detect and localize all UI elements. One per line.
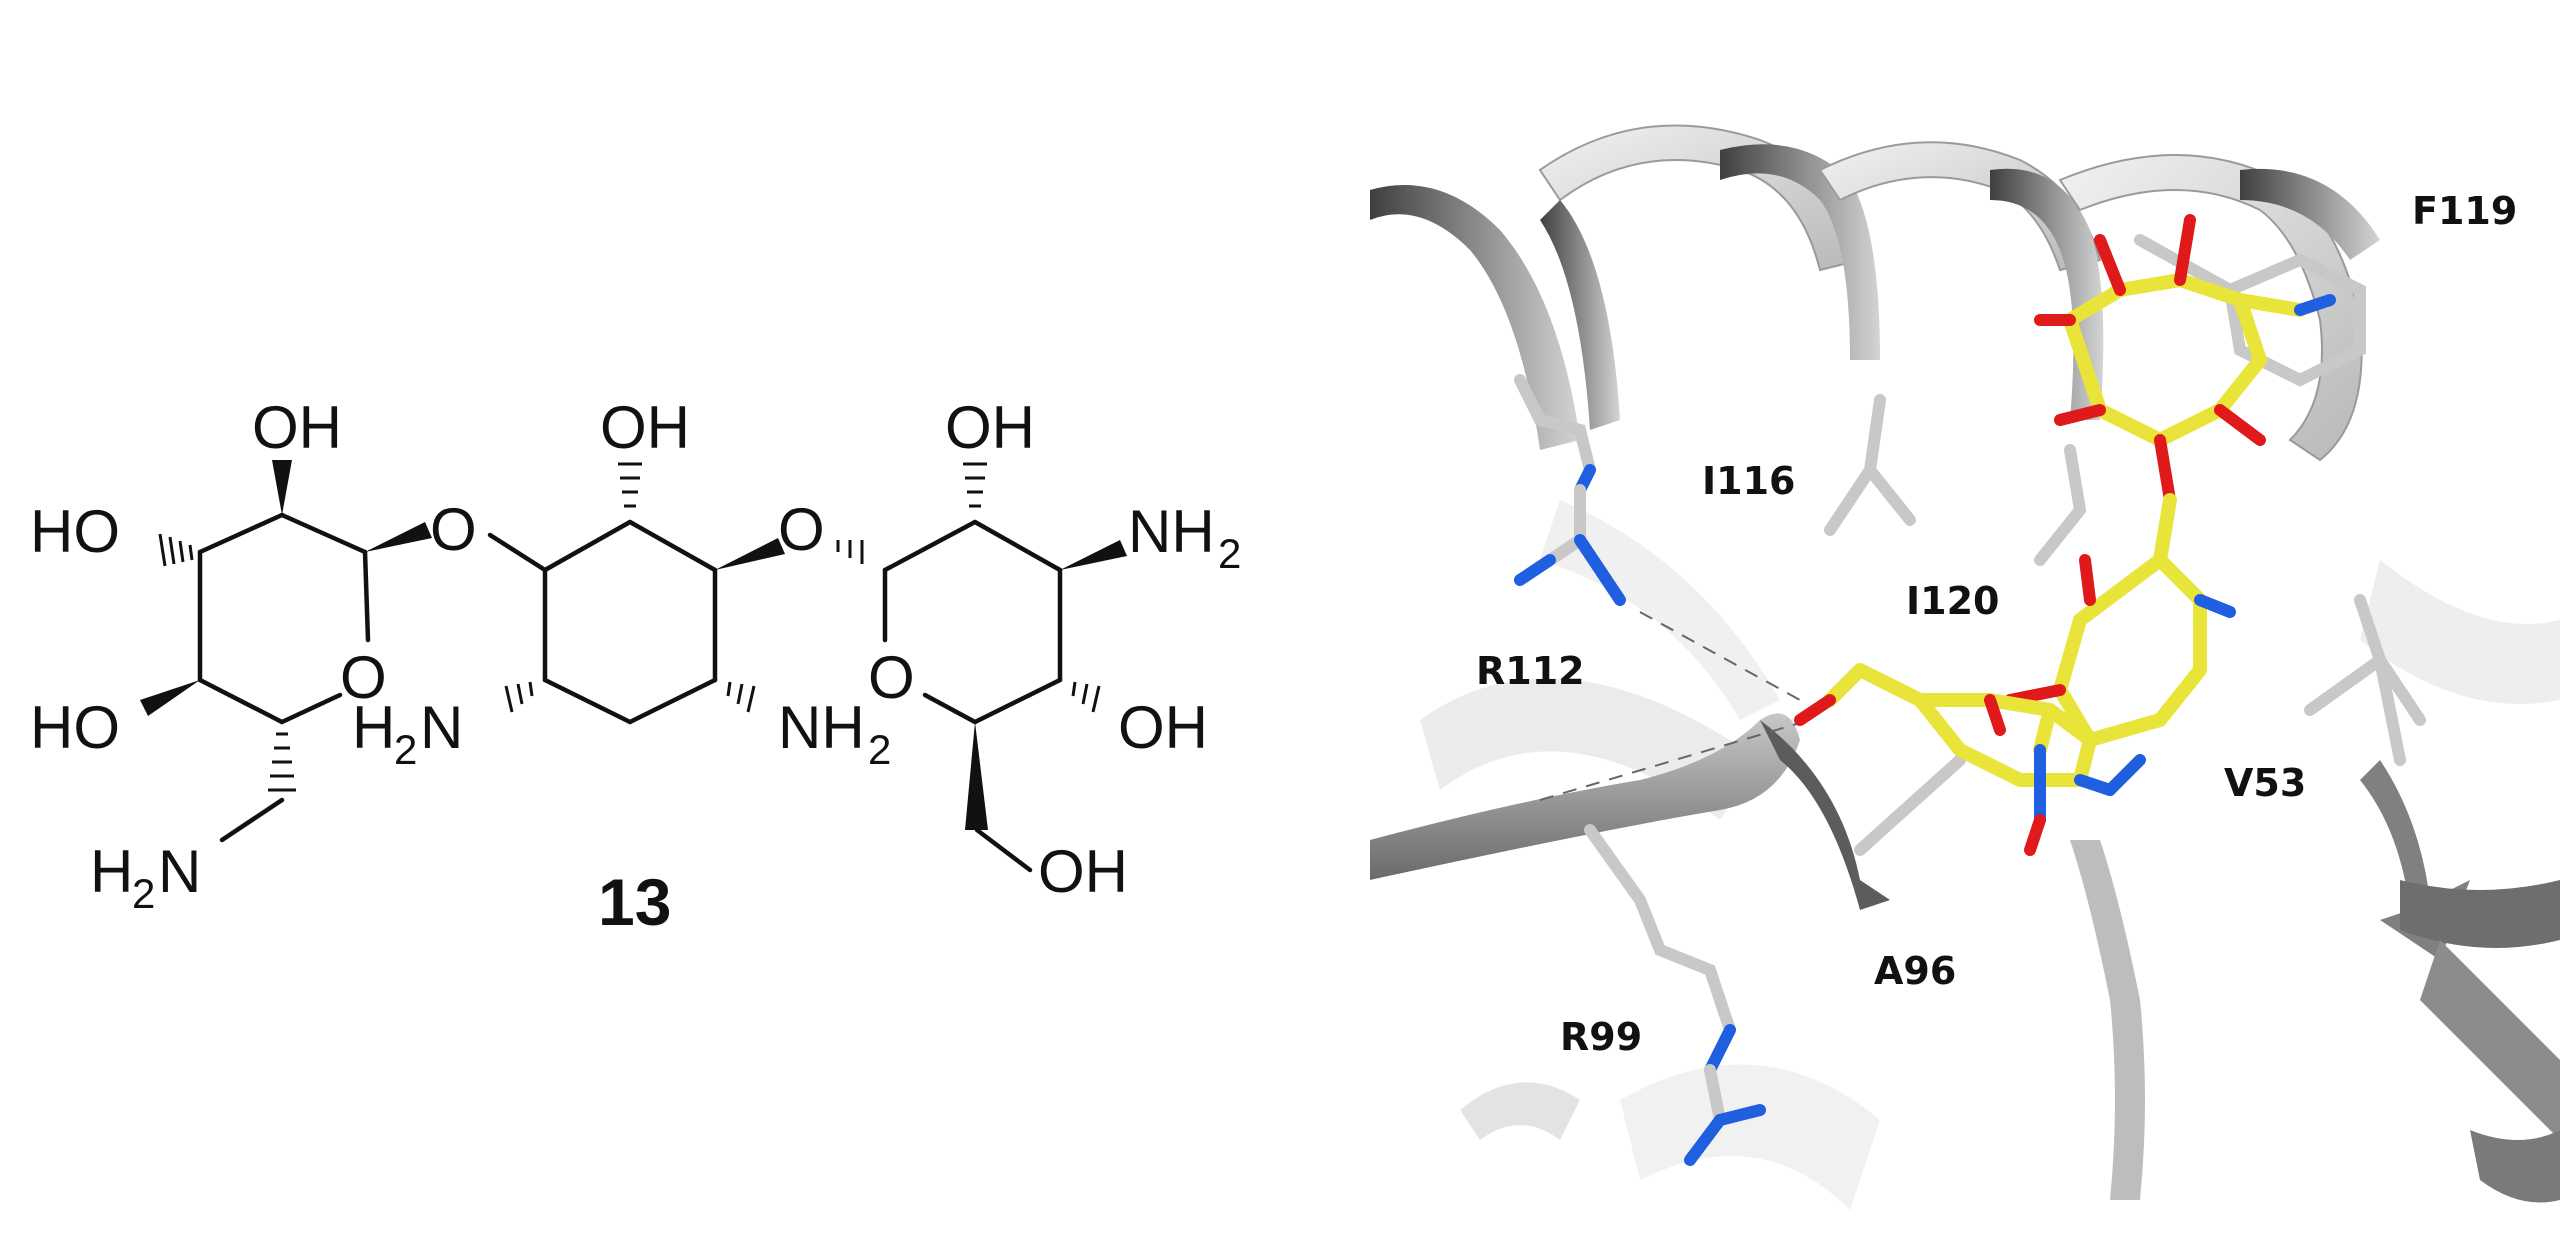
ligand-bottom-ring (1794, 663, 2146, 856)
residue-label: I120 (1906, 579, 1999, 623)
loop-ribbons (1370, 713, 2560, 1203)
v53-sidechain (2304, 594, 2426, 766)
o-label-left-ring: O (340, 644, 387, 711)
ligand-sticks (1794, 214, 2336, 856)
chemical-structure: OH HO HO O O OH O OH NH 2 O OH OH H 2 N … (30, 394, 1241, 939)
right-sugar-ring (836, 462, 1127, 873)
residue-label: R99 (1560, 1015, 1642, 1059)
middle-cyclohexane-ring (487, 462, 785, 725)
svg-text:H: H (352, 694, 395, 761)
residue-side-chains (1514, 234, 2426, 1166)
nh2-label-right-top: NH 2 (1128, 498, 1241, 577)
a96-sidechain (1854, 754, 1966, 856)
ho-label-left: HO (30, 498, 120, 565)
svg-text:2: 2 (132, 870, 155, 917)
o-label-right-ring: O (868, 644, 915, 711)
svg-text:N: N (158, 838, 201, 905)
hydrogen-bonds (1539, 611, 1811, 801)
svg-text:2: 2 (394, 726, 417, 773)
residue-label: I116 (1702, 459, 1795, 503)
h2n-label-mid-left: H 2 N (352, 694, 463, 773)
residue-labels: F119 I116 I120 R112 V53 A96 R99 (1476, 189, 2517, 1059)
r112-sidechain (1514, 374, 1626, 606)
residue-label: F119 (2412, 189, 2517, 233)
residue-label: R112 (1476, 649, 1585, 693)
oh-label-right-top: OH (945, 394, 1035, 461)
i120-sidechain (2034, 444, 2086, 566)
i116-sidechain (1824, 394, 1916, 536)
ho-label-left-bottom: HO (30, 694, 120, 761)
compound-number: 13 (598, 865, 671, 939)
svg-text:NH: NH (1128, 498, 1215, 565)
r99-sidechain (1584, 824, 1766, 1166)
protein-ligand-model: F119 I116 I120 R112 V53 A96 R99 (1370, 124, 2560, 1210)
residue-label: A96 (1874, 949, 1956, 993)
svg-text:2: 2 (1218, 530, 1241, 577)
residue-label: V53 (2224, 761, 2306, 805)
oh-label-right-bottom: OH (1038, 838, 1128, 905)
oh-label-mid-top: OH (600, 394, 690, 461)
h2n-label-bottom-left: H 2 N (90, 838, 201, 917)
svg-text:NH: NH (778, 694, 865, 761)
svg-text:2: 2 (868, 726, 891, 773)
ligand-top-ring (2034, 214, 2336, 447)
svg-text:N: N (420, 694, 463, 761)
o-label-link-right: O (778, 496, 825, 563)
left-sugar-ring (140, 460, 432, 843)
nh2-label-mid-right: NH 2 (778, 694, 891, 773)
svg-text:H: H (90, 838, 133, 905)
oh-label-right-mid: OH (1118, 694, 1208, 761)
o-label-link-left: O (430, 496, 477, 563)
oh-label-left-top: OH (252, 394, 342, 461)
